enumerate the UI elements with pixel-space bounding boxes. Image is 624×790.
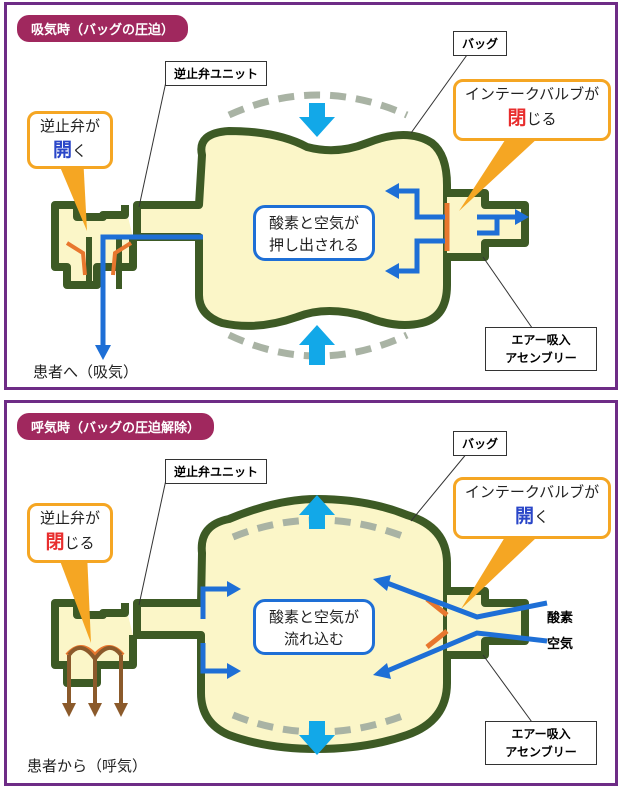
check-valve-state: 開	[52, 139, 72, 161]
patient-label: 患者へ（吸気）	[33, 363, 139, 381]
exhale-panel: 呼気時（バッグの圧迫解除） 逆止弁ユニット バッグ 逆止弁が 閉じる インテーク…	[4, 400, 618, 786]
air-intake-label-line2: アセンブリー	[505, 745, 577, 759]
expand-arrow-bottom	[299, 721, 335, 755]
bag-label: バッグ	[453, 31, 508, 56]
intake-valve-state-suffix: じる	[526, 110, 557, 128]
intake-valve-callout-line2: 開く	[456, 504, 608, 529]
flow-arrow-down	[397, 238, 445, 274]
flow-to-patient-arrow	[100, 234, 203, 350]
air-intake-assembly-label: エアー吸入 アセンブリー	[485, 721, 597, 765]
inhale-diagram	[51, 40, 539, 365]
center-flow-box: 酸素と空気が 流れ込む	[253, 599, 375, 655]
air-inflow-arrow	[386, 630, 548, 674]
air-intake-label-line1: エアー吸入	[511, 333, 571, 347]
air-intake-assembly-body	[447, 189, 529, 261]
intake-valve-callout-pointer	[459, 137, 539, 211]
check-valve-state-suffix: じる	[64, 534, 95, 552]
intake-valve-callout-line1: インテークバルブが	[464, 85, 600, 103]
exhale-tag: 呼気時（バッグの圧迫解除）	[17, 413, 215, 440]
air-intake-assembly-body	[447, 587, 529, 659]
check-valve-unit-leader	[138, 474, 168, 606]
flow-arrow-up	[200, 586, 229, 619]
center-flow-line2: 押し出される	[268, 236, 359, 254]
air-intake-assembly-label: エアー吸入 アセンブリー	[485, 327, 597, 371]
intake-valve-callout-pointer	[461, 537, 537, 609]
check-valve-state: 閉	[45, 531, 65, 553]
intake-valve-state-suffix: く	[534, 508, 550, 526]
center-flow-box: 酸素と空気が 押し出される	[253, 205, 375, 261]
inhale-tag: 吸気時（バッグの圧迫）	[17, 15, 189, 42]
air-intake-leader	[482, 256, 538, 336]
check-valve-callout-pointer	[55, 155, 87, 231]
oxygen-inflow-arrow	[386, 580, 548, 620]
center-flow-line1: 酸素と空気が	[268, 608, 359, 626]
check-valve-callout: 逆止弁が 閉じる	[27, 503, 113, 563]
press-arrow-top	[299, 103, 335, 137]
intake-valve-callout: インテークバルブが 開く	[453, 477, 611, 539]
expand-arrow-top	[299, 495, 335, 529]
intake-valve-callout-line2: 閉じる	[456, 106, 608, 131]
bag-label: バッグ	[453, 431, 508, 456]
air-label: 空気	[547, 637, 574, 652]
air-intake-leader	[482, 654, 538, 730]
bag-previous-top-outline	[227, 91, 409, 119]
check-valve-callout-line1: 逆止弁が	[39, 117, 100, 135]
bag-leader	[410, 40, 478, 134]
center-flow-line2: 流れ込む	[283, 630, 344, 648]
check-valve-state-suffix: く	[72, 142, 88, 160]
intake-valve-callout-line1: インテークバルブが	[464, 483, 600, 501]
check-valve-flap-left	[65, 241, 87, 276]
flow-arrow-down	[200, 643, 229, 674]
oxygen-label: 酸素	[547, 611, 574, 626]
flow-arrow-up	[397, 188, 445, 220]
patient-label: 患者から（呼気）	[27, 757, 148, 775]
check-valve-callout-pointer	[57, 553, 91, 643]
center-flow-line1: 酸素と空気が	[268, 214, 359, 232]
intake-valve-state: 開	[514, 505, 534, 527]
check-valve-callout-line2: 開く	[30, 138, 110, 163]
check-valve-callout: 逆止弁が 開く	[27, 111, 113, 169]
intake-valve-callout: インテークバルブが 閉じる	[453, 79, 611, 141]
inhale-panel: 吸気時（バッグの圧迫） 逆止弁ユニット バッグ 逆止弁が 開く インテークバルブ…	[4, 2, 618, 390]
check-valve-callout-line2: 閉じる	[30, 530, 110, 555]
check-valve-flap-right	[111, 241, 133, 276]
press-arrow-bottom	[299, 325, 335, 365]
air-intake-label-line1: エアー吸入	[511, 727, 571, 741]
check-valve-unit-label: 逆止弁ユニット	[165, 61, 268, 86]
check-valve-unit-label: 逆止弁ユニット	[165, 459, 268, 484]
intake-valve-state: 閉	[507, 107, 527, 129]
check-valve-unit-leader	[138, 76, 168, 208]
intake-flow-arrow	[477, 214, 517, 236]
air-intake-label-line2: アセンブリー	[505, 351, 577, 365]
check-valve-callout-line1: 逆止弁が	[39, 509, 100, 527]
